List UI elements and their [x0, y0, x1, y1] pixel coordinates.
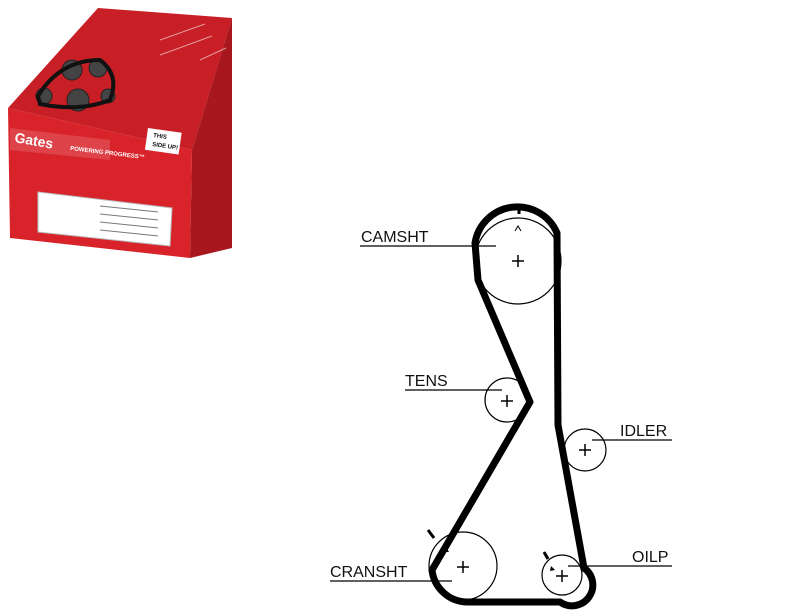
timing-belt [432, 207, 593, 606]
idler-center-mark [579, 444, 591, 456]
crankshaft-center-mark [457, 561, 469, 573]
tensioner-label: TENS [405, 373, 448, 390]
oil-pump-pulley [542, 552, 582, 595]
tensioner-pulley [485, 378, 529, 422]
camshaft-center-mark [512, 255, 524, 267]
camshaft-label: CAMSHT [361, 229, 429, 246]
idler-label: IDLER [620, 423, 667, 440]
crankshaft-timing-mark [428, 530, 434, 538]
oil-pump-timing-mark [544, 552, 548, 559]
crankshaft-label: CRANSHT [330, 564, 408, 581]
tensioner-center-mark [501, 395, 513, 407]
idler-pulley [564, 429, 606, 471]
oil-pump-pointer [550, 566, 555, 571]
leader-lines [330, 246, 672, 581]
oil-pump-label: OILP [632, 549, 668, 566]
oil-pump-center-mark [556, 570, 568, 582]
camshaft-pointer [515, 226, 521, 231]
